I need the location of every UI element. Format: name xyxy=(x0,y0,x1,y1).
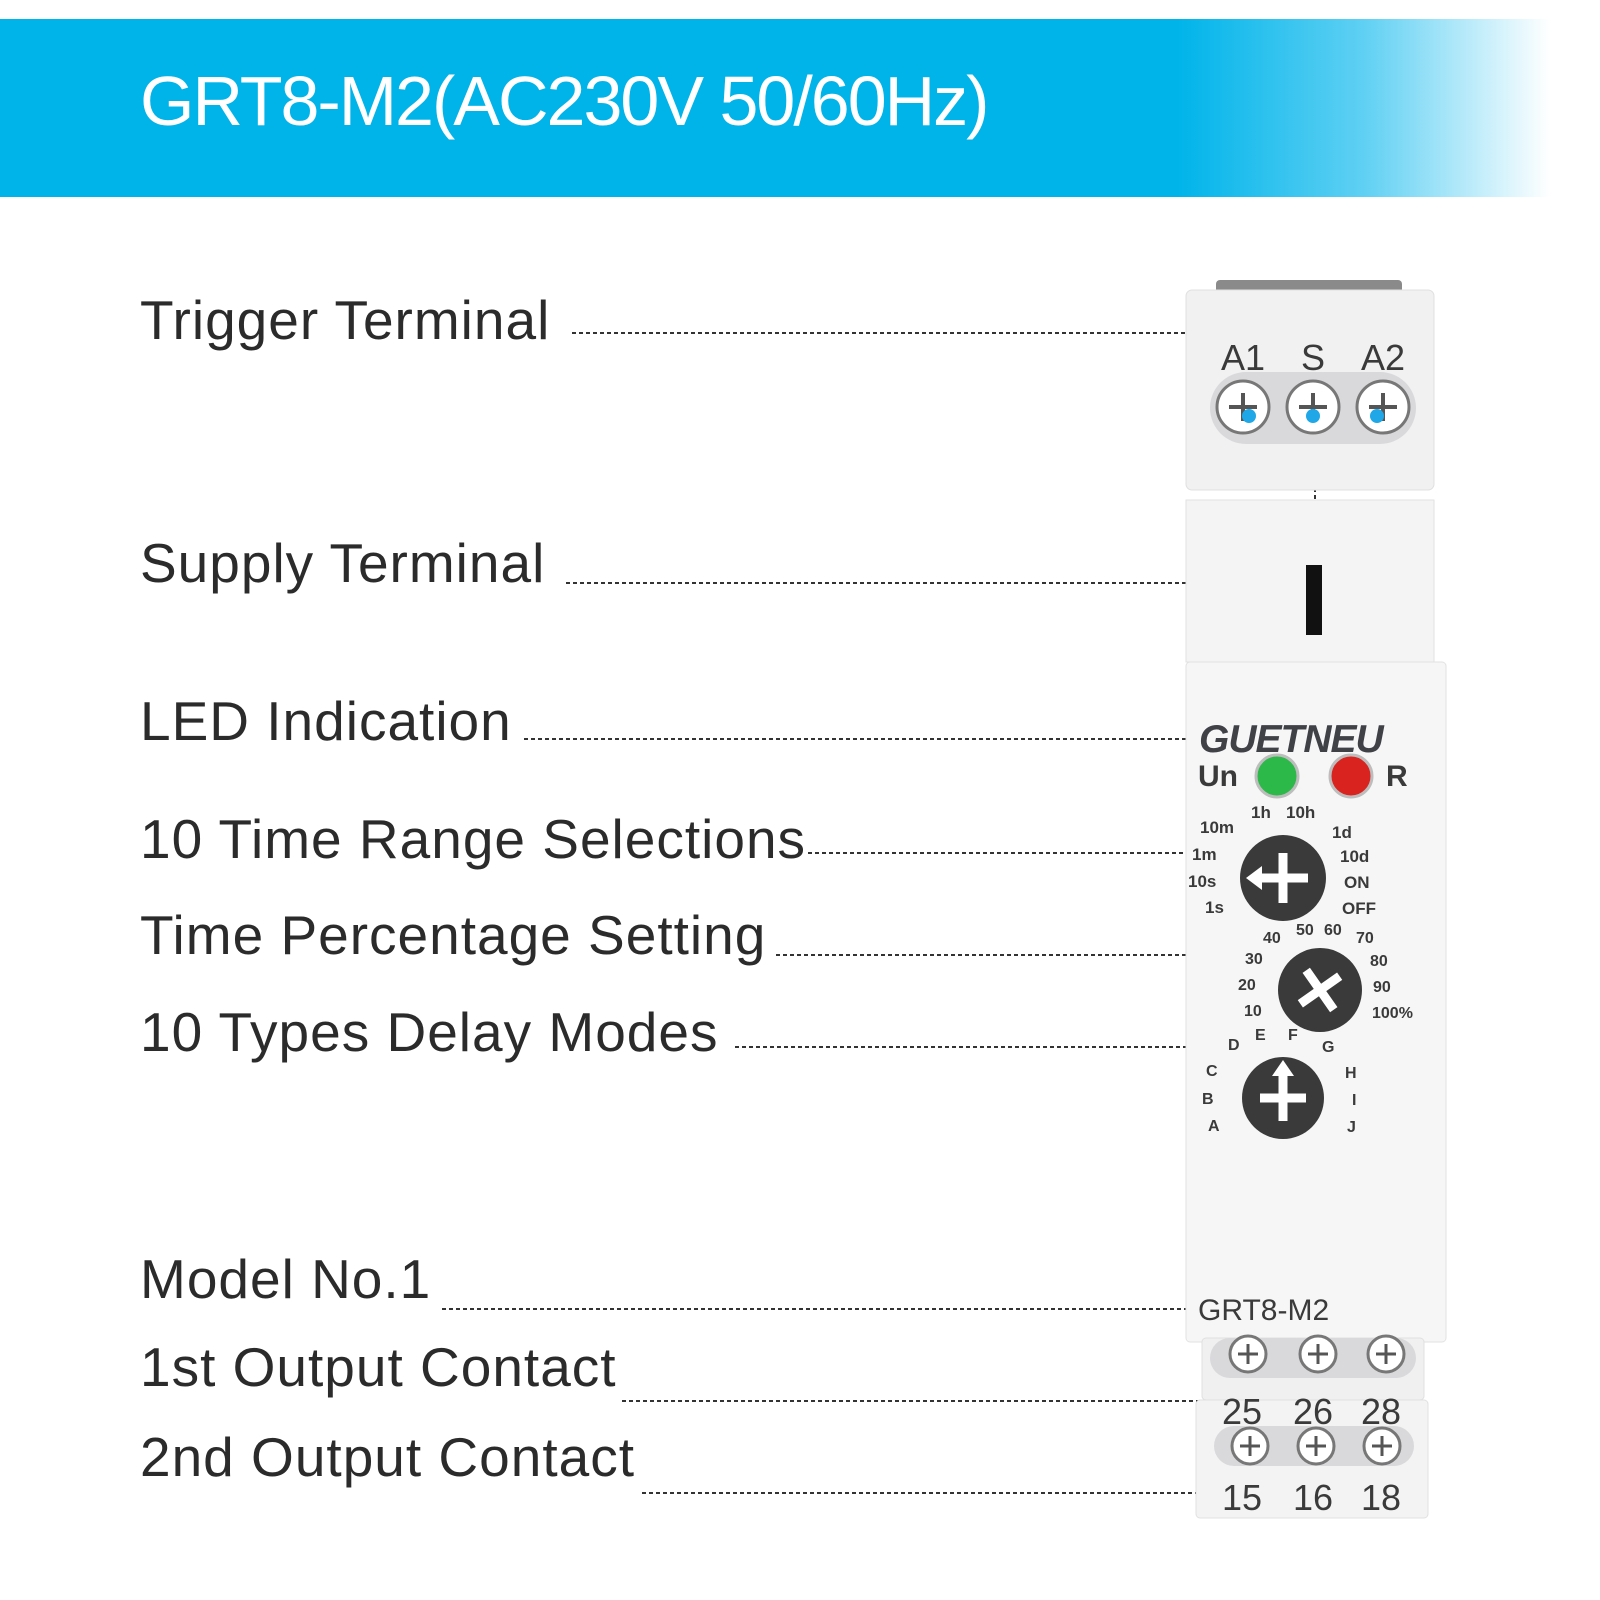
range-1s: 1s xyxy=(1205,898,1224,917)
range-off: OFF xyxy=(1342,899,1376,918)
pct-100: 100% xyxy=(1372,1005,1413,1022)
mode-c: C xyxy=(1206,1063,1218,1080)
pct-70: 70 xyxy=(1356,930,1374,947)
pct-10: 10 xyxy=(1244,1003,1262,1020)
range-10s: 10s xyxy=(1188,872,1216,891)
contact-18: 18 xyxy=(1361,1477,1401,1518)
output-row-2-screws xyxy=(1230,1426,1402,1466)
pct-20: 20 xyxy=(1238,977,1256,994)
screw-a1 xyxy=(1215,379,1271,435)
top-terminal-screws xyxy=(1215,379,1411,435)
contact-26: 26 xyxy=(1293,1391,1333,1432)
callout-led-indication: LED Indication xyxy=(140,690,512,752)
pct-30: 30 xyxy=(1245,951,1263,968)
led-r-red xyxy=(1328,753,1374,799)
range-on: ON xyxy=(1344,873,1370,892)
screw-a2 xyxy=(1355,379,1411,435)
pct-60: 60 xyxy=(1324,922,1342,939)
title-banner xyxy=(0,19,1550,197)
pct-90: 90 xyxy=(1373,979,1391,996)
time-range-dial: 10m 1m 10s 1s 1h 10h 1d 10d ON OFF xyxy=(1188,803,1376,921)
contact-16: 16 xyxy=(1293,1477,1333,1518)
mode-i: I xyxy=(1352,1092,1356,1109)
range-10d: 10d xyxy=(1340,847,1369,866)
led-label-un: Un xyxy=(1198,760,1238,793)
top-terminal-labels: A1 S A2 xyxy=(1221,337,1405,378)
terminal-label-a1: A1 xyxy=(1221,337,1265,378)
mode-f: F xyxy=(1288,1027,1298,1044)
percentage-dial: 40 50 60 70 30 20 10 80 90 100% xyxy=(1238,922,1413,1032)
contact-15: 15 xyxy=(1222,1477,1262,1518)
pct-40: 40 xyxy=(1263,930,1281,947)
led-label-r: R xyxy=(1386,760,1408,793)
output-row-2-labels: 15 16 18 xyxy=(1222,1477,1401,1518)
output-row-1-labels: 25 26 28 xyxy=(1222,1391,1401,1432)
output-row-1-screws xyxy=(1228,1334,1406,1374)
device-model-label: GRT8-M2 xyxy=(1198,1294,1329,1327)
mode-d: D xyxy=(1228,1037,1240,1054)
led-un-green xyxy=(1254,753,1300,799)
contact-28: 28 xyxy=(1361,1391,1401,1432)
mode-g: G xyxy=(1322,1039,1334,1056)
mode-h: H xyxy=(1345,1065,1357,1082)
mode-e: E xyxy=(1255,1027,1266,1044)
delay-mode-dial: D C B A E F G H I J xyxy=(1202,1027,1357,1139)
page-title: GRT8-M2(AC230V 50/60Hz) xyxy=(140,62,989,140)
callout-time-percentage: Time Percentage Setting xyxy=(140,904,767,966)
screw-s xyxy=(1285,379,1341,435)
led-indicators: Un R xyxy=(1198,753,1408,799)
callout-output-1: 1st Output Contact xyxy=(140,1336,617,1398)
pct-50: 50 xyxy=(1296,922,1314,939)
callout-supply-terminal: Supply Terminal xyxy=(140,532,546,594)
callout-delay-modes: 10 Types Delay Modes xyxy=(140,1001,719,1063)
mode-j: J xyxy=(1347,1119,1356,1136)
terminal-label-s: S xyxy=(1301,337,1325,378)
callout-trigger-terminal: Trigger Terminal xyxy=(140,289,551,351)
callout-output-2: 2nd Output Contact xyxy=(140,1426,635,1488)
range-1m: 1m xyxy=(1192,845,1217,864)
range-1h: 1h xyxy=(1251,803,1271,822)
contact-25: 25 xyxy=(1222,1391,1262,1432)
terminal-label-a2: A2 xyxy=(1361,337,1405,378)
pct-80: 80 xyxy=(1370,953,1388,970)
range-1d: 1d xyxy=(1332,823,1352,842)
mode-b: B xyxy=(1202,1091,1214,1108)
callout-time-range: 10 Time Range Selections xyxy=(140,808,807,870)
range-10h: 10h xyxy=(1286,803,1315,822)
callout-model-no: Model No.1 xyxy=(140,1248,432,1310)
mode-a: A xyxy=(1208,1118,1220,1135)
range-10m: 10m xyxy=(1200,818,1234,837)
